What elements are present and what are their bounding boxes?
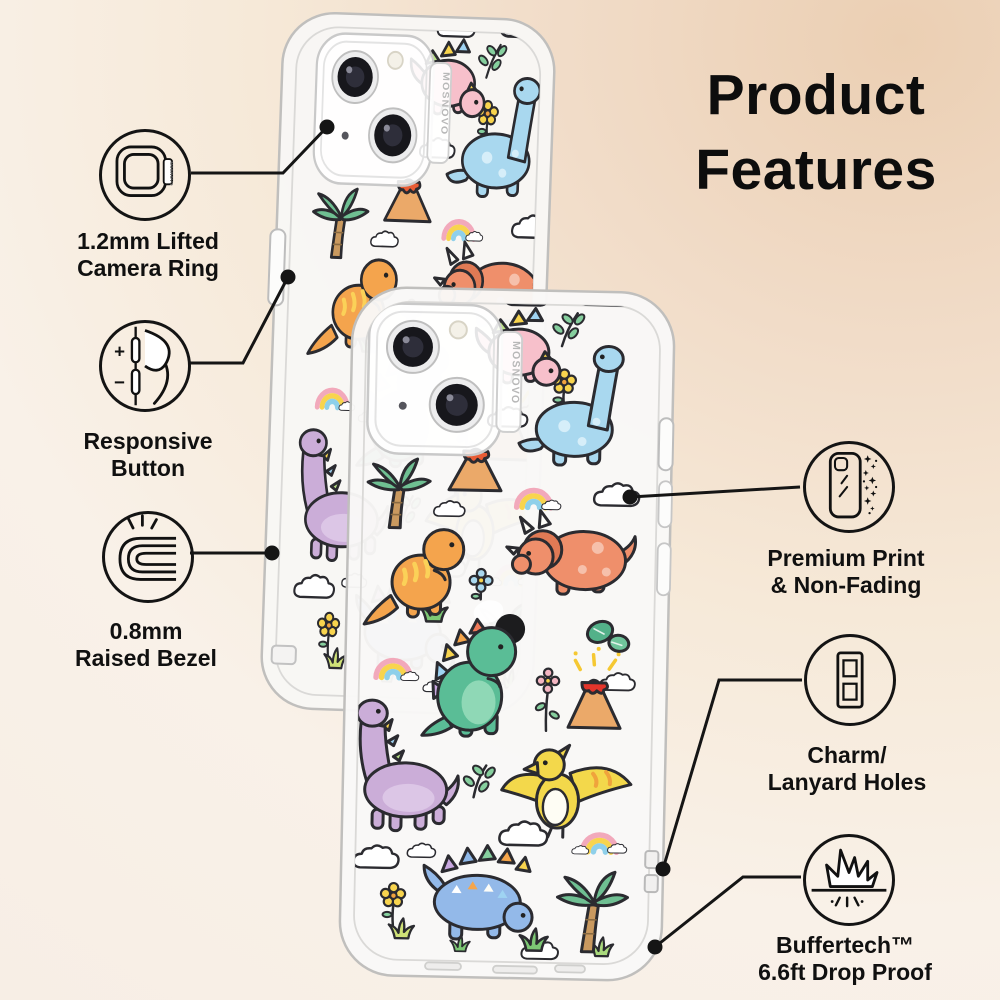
side-button (657, 480, 673, 529)
lanyard-hole (644, 849, 660, 870)
callout-camera-ring (191, 125, 329, 175)
callout-dot (655, 861, 671, 877)
callout-dot (647, 939, 663, 955)
feature-label-premium-print: Premium Print & Non-Fading (767, 545, 925, 598)
title-line-1: Product (706, 63, 926, 127)
side-button (267, 228, 287, 307)
page-title: Product Features (660, 58, 972, 208)
callout-responsive-button (190, 276, 290, 365)
callout-dot (280, 269, 296, 285)
callout-dot (264, 545, 280, 561)
callout-lines (190, 119, 802, 955)
callout-drop-proof (654, 875, 801, 949)
drop-proof-icon (803, 834, 895, 926)
svg-text:+: + (114, 341, 125, 362)
lanyard-hole (270, 644, 297, 666)
feature-label-raised-bezel: 0.8mm Raised Bezel (75, 618, 217, 671)
camera-ring-icon: MOSNOVO (99, 129, 191, 221)
raised-bezel-icon (102, 511, 194, 603)
svg-text:−: − (114, 371, 125, 392)
callout-premium-print (629, 485, 801, 499)
side-button (656, 542, 672, 597)
title-line-2: Features (695, 138, 937, 202)
power-button (657, 417, 675, 472)
svg-text:MOSNOVO: MOSNOVO (169, 161, 174, 186)
lanyard-hole (643, 873, 659, 894)
feature-label-drop-proof: Buffertech™ 6.6ft Drop Proof (758, 932, 932, 985)
bottom-ports (424, 961, 586, 975)
callout-lanyard-holes (661, 678, 802, 870)
feature-label-responsive-button: Responsive Button (83, 428, 213, 481)
responsive-button-icon: + − (99, 320, 191, 412)
callout-dot (622, 489, 638, 505)
feature-label-camera-ring: 1.2mm Lifted Camera Ring (77, 228, 219, 281)
lanyard-holes-icon (804, 634, 896, 726)
front-phone-case (338, 286, 676, 982)
feature-label-lanyard-holes: Charm/ Lanyard Holes (767, 742, 927, 795)
premium-print-icon (803, 441, 895, 533)
callout-dot (319, 119, 335, 135)
